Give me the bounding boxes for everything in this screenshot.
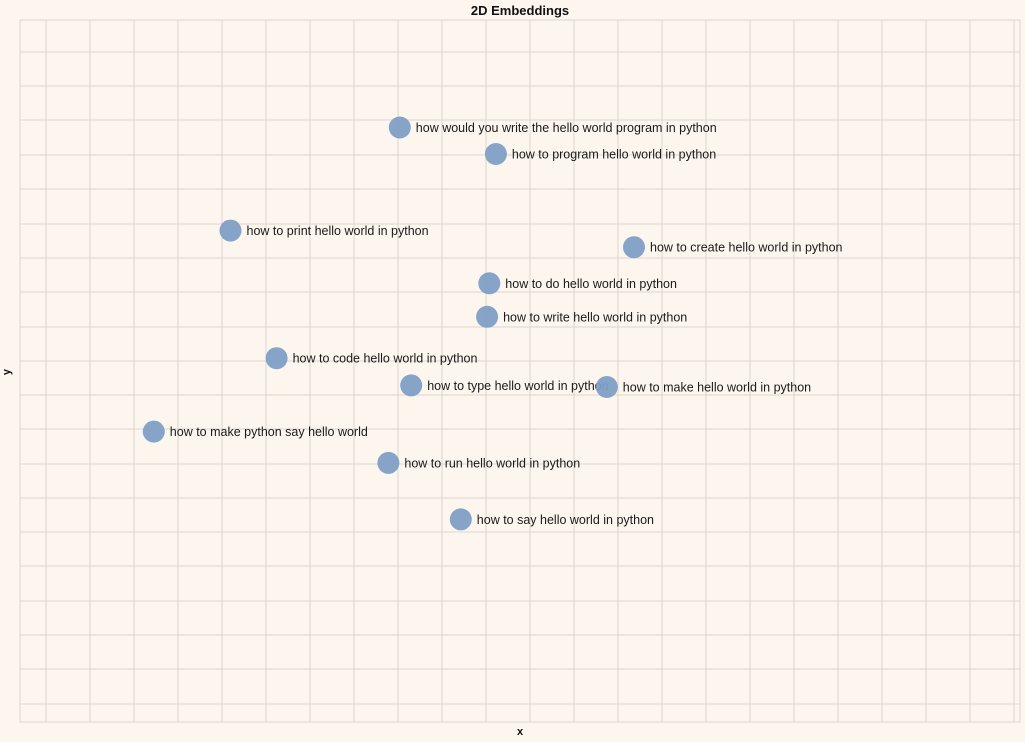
data-point[interactable] bbox=[623, 236, 645, 259]
data-point[interactable] bbox=[476, 305, 499, 328]
data-point[interactable] bbox=[400, 374, 423, 397]
data-point[interactable] bbox=[265, 347, 288, 370]
data-point-label: how to make python say hello world bbox=[170, 425, 368, 439]
data-point[interactable] bbox=[388, 116, 411, 139]
data-point-label: how to run hello world in python bbox=[404, 456, 580, 470]
data-point[interactable] bbox=[449, 508, 472, 531]
data-point-label: how to write hello world in python bbox=[503, 310, 687, 324]
data-point-label: how to print hello world in python bbox=[247, 224, 429, 238]
data-point-label: how would you write the hello world prog… bbox=[416, 121, 717, 135]
data-point[interactable] bbox=[478, 272, 501, 295]
data-point-label: how to make hello world in python bbox=[623, 381, 811, 395]
data-point[interactable] bbox=[219, 219, 242, 242]
chart-title: 2D Embeddings bbox=[470, 3, 570, 18]
data-point-label: how to do hello world in python bbox=[505, 277, 677, 291]
data-point[interactable] bbox=[595, 376, 618, 398]
data-point-label: how to code hello world in python bbox=[293, 352, 478, 366]
plot-frame bbox=[19, 19, 1021, 723]
data-point-label: how to say hello world in python bbox=[477, 513, 654, 527]
grid bbox=[19, 19, 1021, 723]
data-point-label: how to create hello world in python bbox=[650, 241, 843, 255]
data-point[interactable] bbox=[484, 143, 507, 165]
data-point-label: how to program hello world in python bbox=[512, 148, 716, 162]
data-point[interactable] bbox=[377, 451, 400, 474]
data-point-label: how to type hello world in python bbox=[427, 379, 608, 393]
x-axis-label: x bbox=[516, 726, 524, 738]
data-point[interactable] bbox=[142, 420, 165, 443]
data-points: how would you write the hello world prog… bbox=[142, 116, 843, 531]
